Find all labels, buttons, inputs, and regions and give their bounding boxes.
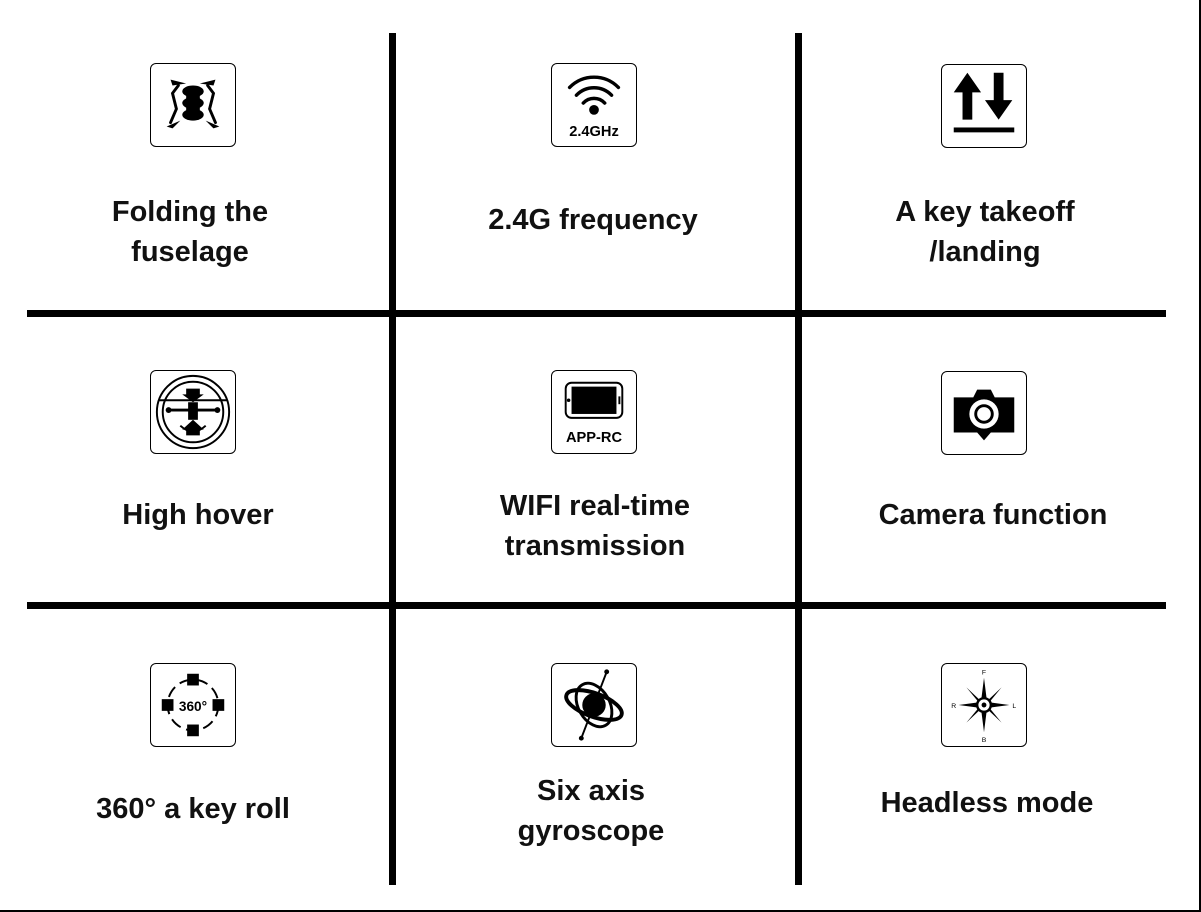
feature-label: Camera function bbox=[878, 499, 1108, 531]
rotate-360-icon-text: 360° bbox=[179, 699, 207, 714]
feature-label: 360° a key roll bbox=[96, 793, 290, 825]
feature-label: Six axis gyroscope bbox=[517, 775, 665, 847]
compass-label-left: R bbox=[951, 703, 956, 710]
compass-label-top: F bbox=[982, 670, 986, 677]
up-down-arrows-icon bbox=[941, 64, 1027, 148]
gyroscope-icon bbox=[551, 663, 637, 747]
hover-icon bbox=[150, 370, 236, 454]
camera-icon bbox=[941, 371, 1027, 455]
feature-label: WIFI real-time transmission bbox=[499, 490, 691, 562]
compass-icon: F B R L bbox=[941, 663, 1027, 747]
compass-label-right: L bbox=[1012, 703, 1016, 710]
grid-divider bbox=[27, 310, 1166, 317]
rotate-360-icon: 360° bbox=[150, 663, 236, 747]
grid-divider bbox=[795, 33, 802, 885]
feature-label: A key takeoff /landing bbox=[895, 196, 1075, 268]
feature-label: Headless mode bbox=[880, 787, 1094, 819]
phone-icon-text: APP-RC bbox=[566, 430, 623, 446]
feature-label: 2.4G frequency bbox=[488, 204, 698, 236]
feature-label: High hover bbox=[122, 499, 274, 531]
grid-divider bbox=[389, 33, 396, 885]
folding-drone-icon bbox=[150, 63, 236, 147]
wifi-icon: 2.4GHz bbox=[551, 63, 637, 147]
wifi-icon-text: 2.4GHz bbox=[569, 124, 619, 140]
compass-label-bottom: B bbox=[982, 737, 987, 744]
phone-icon: APP-RC bbox=[551, 370, 637, 454]
grid-divider bbox=[27, 602, 1166, 609]
feature-label: Folding the fuselage bbox=[111, 196, 269, 268]
